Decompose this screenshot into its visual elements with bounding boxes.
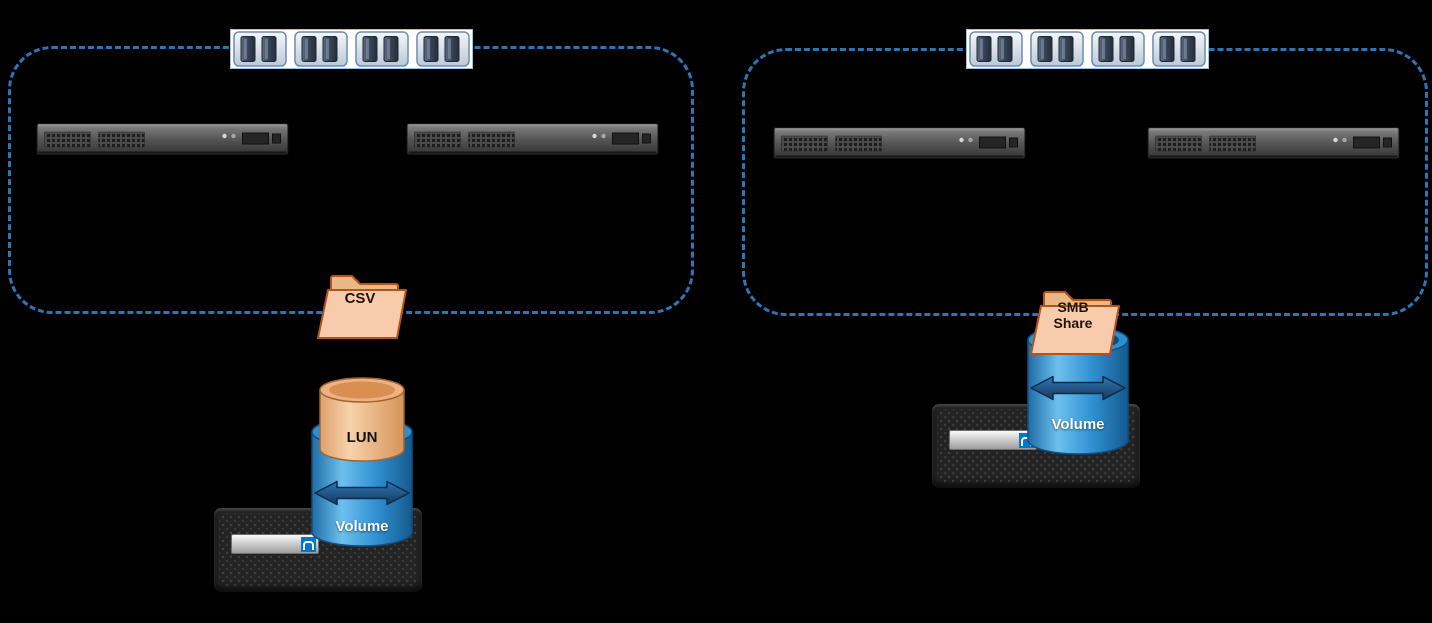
lun-cylinder-icon: LUN [318, 377, 406, 463]
controller-plate [949, 430, 1037, 450]
vm-icon [1091, 31, 1145, 67]
netapp-logo-icon [301, 536, 316, 552]
lun-label: LUN [346, 429, 378, 446]
netapp-n-glyph [303, 540, 314, 550]
bidirectional-arrow-icon [1029, 374, 1127, 402]
vm-icon [233, 31, 287, 67]
smb-label-line1: SMB [1057, 299, 1089, 315]
vm-icon [1152, 31, 1206, 67]
vm-icon [355, 31, 409, 67]
rack-server-icon [405, 123, 660, 155]
right-vm-icon-strip [966, 29, 1209, 69]
smb-label-line2: Share [1053, 315, 1093, 331]
rack-server-icon [35, 123, 290, 155]
vm-icon [416, 31, 470, 67]
vm-icon [969, 31, 1023, 67]
volume-label: Volume [1051, 416, 1105, 433]
smb-share-folder-icon: SMB Share [1028, 280, 1126, 358]
vm-icon [294, 31, 348, 67]
volume-label: Volume [335, 518, 389, 535]
csv-folder-icon: CSV [316, 264, 412, 342]
rack-server-icon [772, 127, 1027, 159]
bidirectional-arrow-icon [313, 479, 411, 507]
right-cluster-boundary [742, 48, 1428, 316]
rack-server-icon [1146, 127, 1401, 159]
left-vm-icon-strip [230, 29, 473, 69]
netapp-storage-controller-icon [212, 506, 424, 594]
smb-share-label: SMB Share [1028, 299, 1118, 331]
controller-plate [231, 534, 319, 554]
vm-icon [1030, 31, 1084, 67]
csv-label: CSV [344, 290, 376, 307]
